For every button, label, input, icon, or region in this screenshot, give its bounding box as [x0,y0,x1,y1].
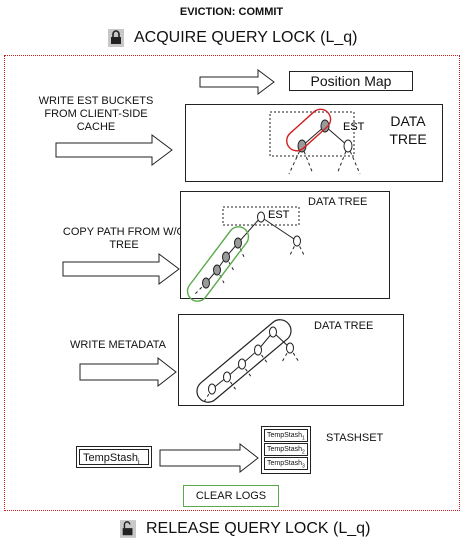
position-map-box: Position Map [289,71,413,91]
acquire-lock-step: ACQUIRE QUERY LOCK (L_q) [108,28,357,48]
clear-logs-box: CLEAR LOGS [183,485,279,507]
arrow-write-metadata [79,356,177,388]
copy-path-label: COPY PATH FROM W/O TREE [62,226,186,251]
arrow-to-position-map [199,69,275,95]
arrow-to-stashset [159,442,259,474]
stashset-box: TempStash1 TempStash2 TempStash3 [261,426,311,474]
write-est-label: WRITE EST BUCKETS FROM CLIENT-SIDE CACHE [38,95,154,133]
release-lock-label: RELEASE QUERY LOCK (L_q) [146,520,371,537]
diagram-title: EVICTION: COMMIT [179,6,284,18]
acquire-lock-label: ACQUIRE QUERY LOCK (L_q) [134,29,358,46]
write-metadata-label: WRITE METADATA [70,339,166,351]
lock-icon [108,29,124,47]
data-tree-2-diagram: EST [186,206,305,302]
unlock-icon [120,520,136,538]
release-lock-step: RELEASE QUERY LOCK (L_q) [120,518,370,540]
data-tree-3-diagram [196,319,300,403]
stashset-label: STASHSET [326,432,384,444]
est-label-2: EST [268,209,290,221]
data-tree-1-diagram: EST [269,108,365,175]
temp-stash-label: TempStash [83,452,139,464]
arrow-write-est [55,134,173,166]
arrow-copy-path [62,253,180,285]
est-label-1: EST [343,121,365,133]
temp-stash-box: TempStashi [76,446,152,468]
data-tree-1-box [185,104,443,182]
data-tree-3-label: DATA TREE [314,320,374,332]
stashset-row: TempStash1 [264,429,308,442]
data-tree-2-label: DATA TREE [308,196,368,208]
data-tree-2-box [180,191,390,299]
commit-region [4,55,460,511]
stashset-row: TempStash3 [264,457,308,470]
stashset-row: TempStash2 [264,443,308,456]
